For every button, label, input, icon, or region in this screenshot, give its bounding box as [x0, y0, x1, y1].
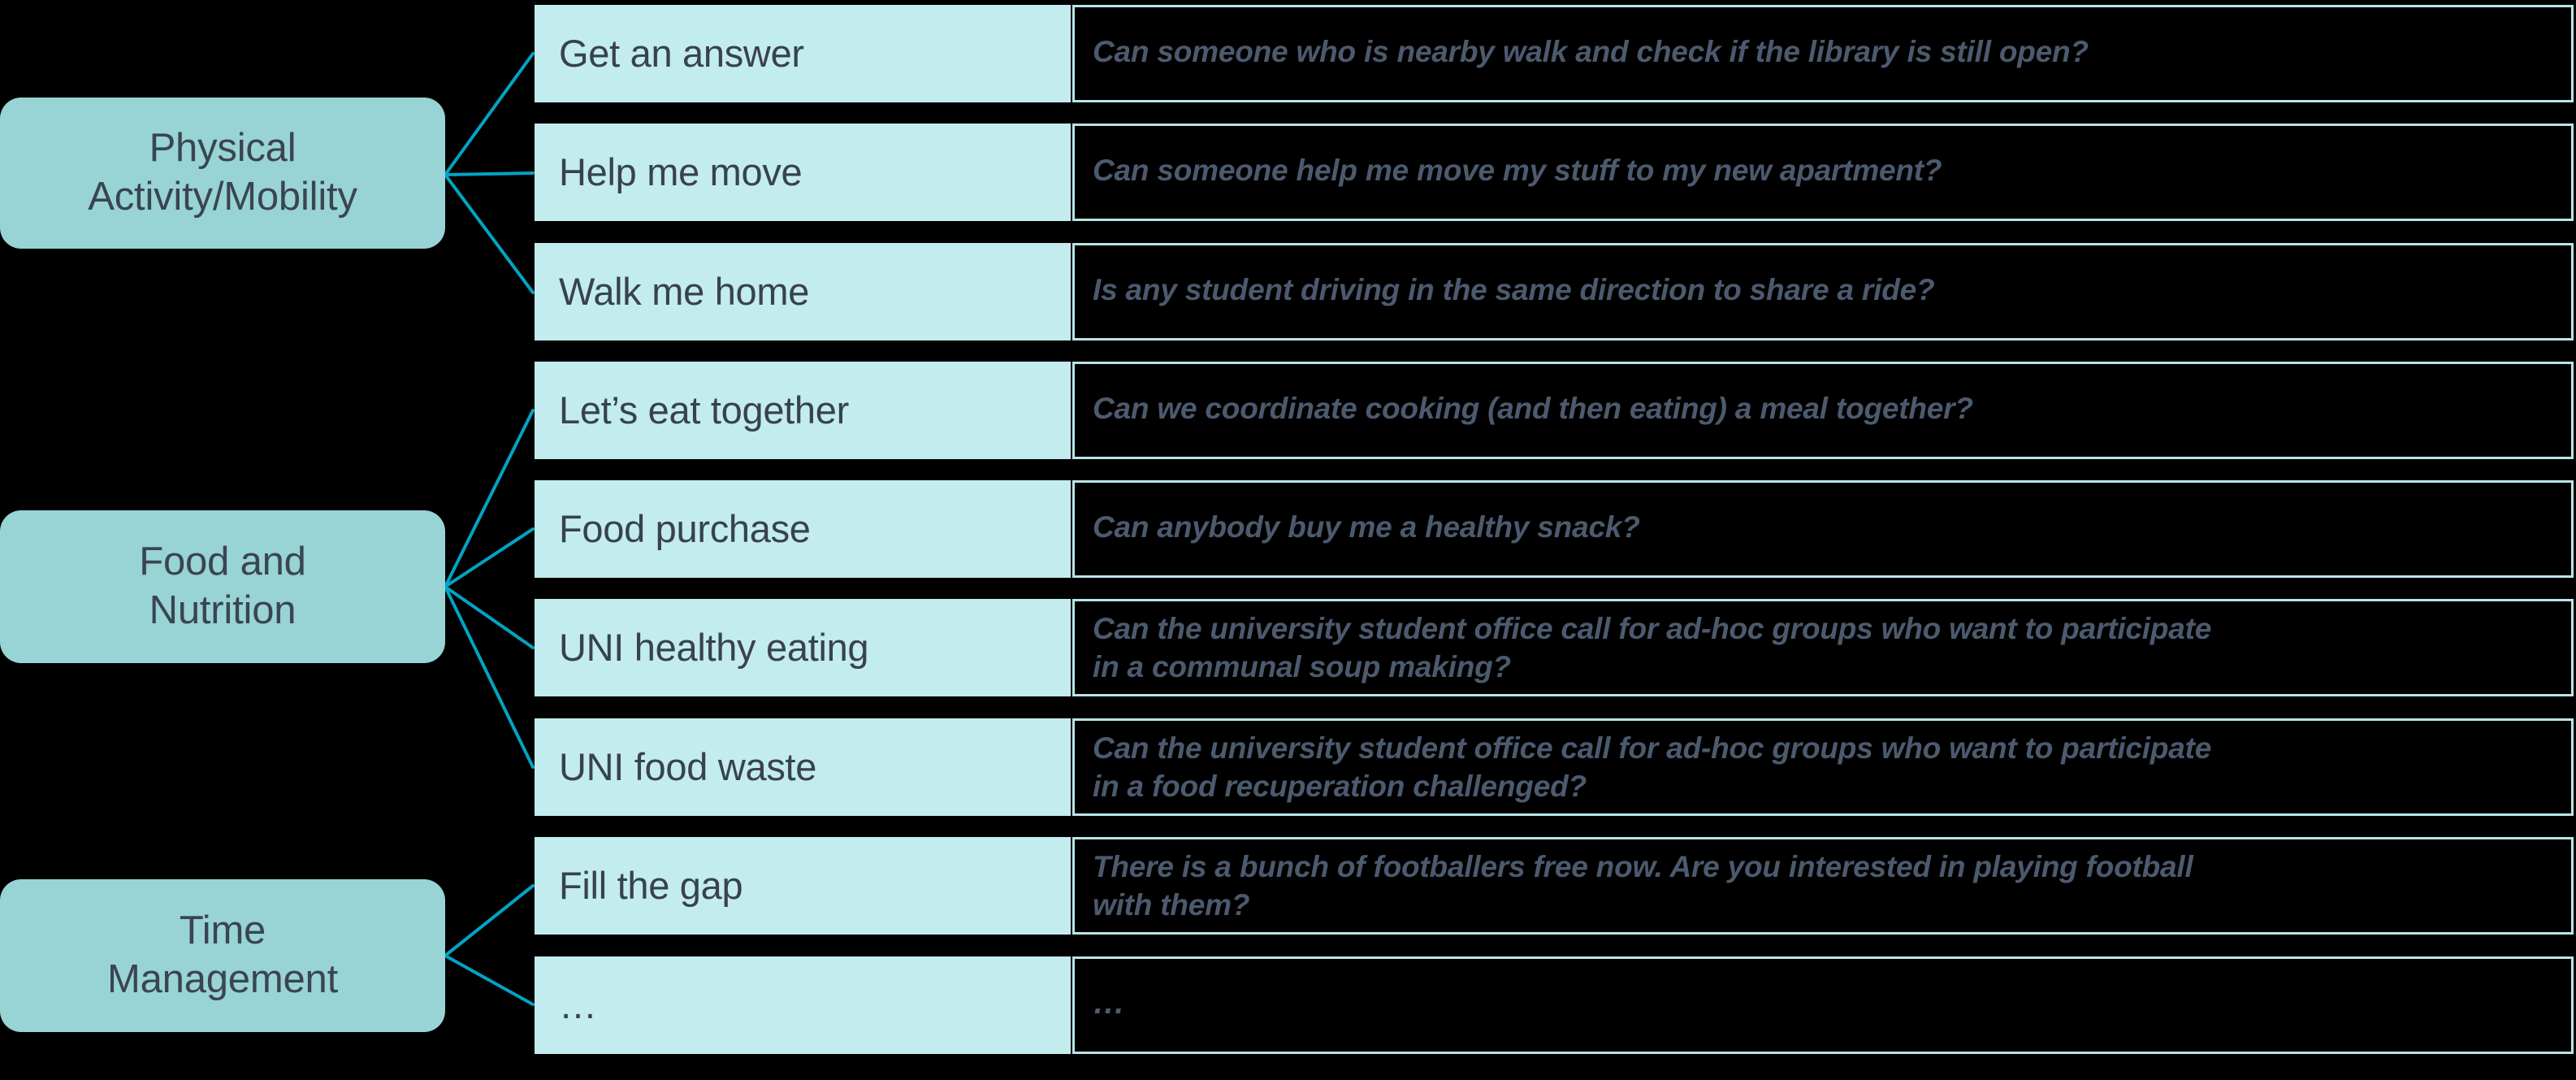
scenario-label[interactable]: Walk me home [535, 243, 1071, 340]
scenario-description: Can the university student office call f… [1072, 599, 2574, 696]
scenario-description-text: Can someone help me move my stuff to my … [1093, 153, 1942, 187]
category-label: Food and Nutrition [139, 540, 306, 632]
scenario-label[interactable]: Fill the gap [535, 837, 1071, 935]
scenario-description-text: Is any student driving in the same direc… [1093, 272, 1935, 306]
connector-line [444, 171, 535, 176]
connector-line [444, 585, 535, 769]
scenario-description: Is any student driving in the same direc… [1072, 243, 2574, 340]
scenario-description-text: Can we coordinate cooking (and then eati… [1093, 391, 1973, 425]
scenario-description-text: Can anybody buy me a healthy snack? [1093, 510, 1640, 544]
connector-line [444, 954, 535, 1006]
category-box-time-management[interactable]: Time Management [0, 879, 445, 1032]
category-label: Physical Activity/Mobility [88, 126, 357, 219]
scenario-label[interactable]: Get an answer [535, 5, 1071, 102]
scenario-label[interactable]: … [535, 956, 1071, 1054]
scenario-description: Can the university student office call f… [1072, 718, 2574, 816]
scenario-description: Can anybody buy me a healthy snack? [1072, 480, 2574, 578]
scenario-label[interactable]: UNI food waste [535, 718, 1071, 816]
scenario-description-text: Can the university student office call f… [1093, 731, 2212, 803]
connector-line [444, 52, 535, 176]
category-label: Time Management [106, 909, 338, 1001]
scenario-description: Can someone help me move my stuff to my … [1072, 124, 2574, 221]
scenario-description: Can someone who is nearby walk and check… [1072, 5, 2574, 102]
scenario-label[interactable]: Food purchase [535, 480, 1071, 578]
category-box-physical-activity-mobility[interactable]: Physical Activity/Mobility [0, 98, 445, 249]
connector-line [444, 173, 535, 294]
connector-line [444, 585, 535, 649]
connector-line [444, 527, 535, 588]
scenario-description-text: Can the university student office call f… [1093, 612, 2212, 683]
scenario-description-text: … [1093, 984, 1125, 1021]
scenario-description-text: Can someone who is nearby walk and check… [1093, 34, 2089, 68]
scenario-description-text: There is a bunch of footballers free now… [1093, 850, 2193, 922]
scenario-label[interactable]: Let’s eat together [535, 362, 1071, 459]
category-box-food-and-nutrition[interactable]: Food and Nutrition [0, 510, 445, 663]
scenario-description: … [1072, 956, 2574, 1054]
scenario-label[interactable]: UNI healthy eating [535, 599, 1071, 696]
scenario-description: Can we coordinate cooking (and then eati… [1072, 362, 2574, 459]
scenario-label[interactable]: Help me move [535, 124, 1071, 221]
connector-line [444, 884, 535, 957]
connector-line [444, 409, 535, 588]
scenario-description: There is a bunch of footballers free now… [1072, 837, 2574, 935]
